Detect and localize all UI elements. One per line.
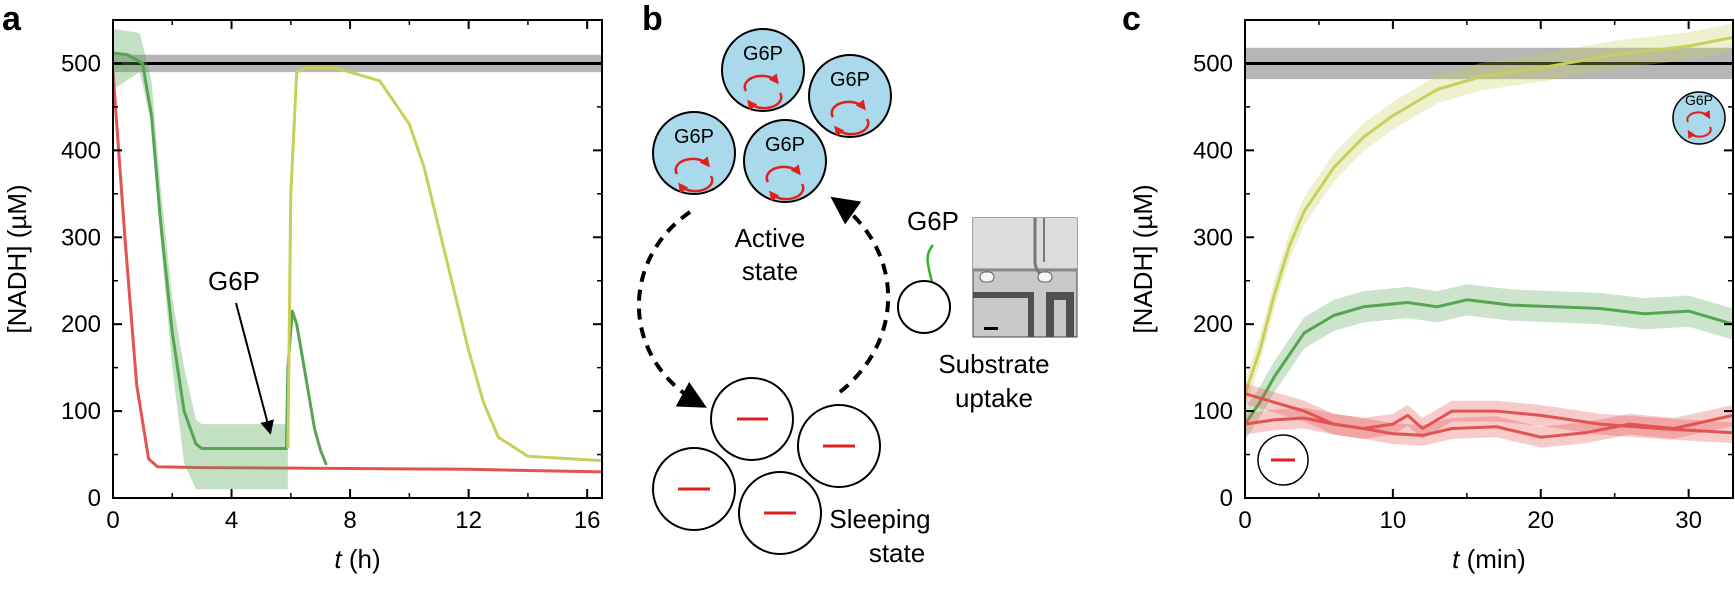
series-line-yellow <box>1245 35 1733 395</box>
cell-g6p-label: G6P <box>674 126 714 148</box>
y-tick-label: 300 <box>61 224 101 251</box>
sleeping-cell-icon <box>1257 434 1309 486</box>
y-tick-label: 100 <box>61 398 101 425</box>
x-axis-label: t (h) <box>334 544 380 574</box>
cycle-arrow-icon <box>743 73 779 92</box>
panel-letter-c: c <box>1122 0 1141 38</box>
x-tick-label: 20 <box>1527 507 1554 534</box>
y-tick-label: 400 <box>1193 137 1233 164</box>
substrate-uptake-label: Substrate <box>938 349 1049 379</box>
active-state-label: state <box>742 256 798 286</box>
series-line-red <box>1245 392 1733 435</box>
x-tick-label: 10 <box>1380 507 1407 534</box>
uptake-g6p-label: G6P <box>907 206 959 236</box>
x-tick-label: 0 <box>1238 507 1251 534</box>
series-band <box>113 28 288 490</box>
y-tick-label: 0 <box>1220 485 1233 512</box>
y-axis-label: [NADH] (µM) <box>2 184 32 333</box>
x-tick-label: 12 <box>455 507 482 534</box>
plot-frame <box>112 19 603 499</box>
x-tick-label: 16 <box>574 507 601 534</box>
x-tick-label: 4 <box>225 507 238 534</box>
panel-letter-a: a <box>2 0 22 38</box>
y-tick-label: 200 <box>61 311 101 338</box>
sleeping-state-label: Sleeping <box>829 504 930 534</box>
transition-arrow-down <box>636 210 707 408</box>
chart-panel-a: 0 4 8 12 16 0 100 200 300 400 500 t (h) [NADH] (µM) <box>2 19 603 574</box>
series-band <box>1245 284 1733 440</box>
x-tick-label: 8 <box>343 507 356 534</box>
annotation-arrow <box>235 302 274 435</box>
cycle-arrow-icon <box>830 99 866 118</box>
substrate-uptake-label: uptake <box>955 383 1033 413</box>
cell-g6p-label: G6P <box>830 69 870 91</box>
sleeping-cell <box>652 447 736 531</box>
series-line-yellow <box>286 66 602 463</box>
y-tick-label: 0 <box>88 485 101 512</box>
cell-g6p-label: G6P <box>765 134 805 156</box>
series-line-green <box>1245 298 1733 425</box>
active-cell: G6P <box>721 28 805 112</box>
active-cell-icon: G6P <box>1672 91 1726 145</box>
x-tick-label: 0 <box>106 507 119 534</box>
y-tick-label: 400 <box>61 137 101 164</box>
y-tick-label: 200 <box>1193 311 1233 338</box>
sleeping-cell <box>738 471 822 555</box>
plot-frame <box>1244 19 1734 499</box>
y-tick-label: 500 <box>1193 50 1233 77</box>
y-tick-label: 100 <box>1193 398 1233 425</box>
active-state-label: Active <box>735 223 806 253</box>
cell-g6p-label: G6P <box>743 43 783 65</box>
y-tick-label: 500 <box>61 50 101 77</box>
annotation-g6p: G6P <box>208 266 260 296</box>
active-cell: G6P <box>743 119 827 203</box>
series-line-green <box>113 51 328 466</box>
icon-g6p-label: G6P <box>1685 92 1713 108</box>
x-tick-label: 30 <box>1675 507 1702 534</box>
micrograph-image <box>972 217 1078 338</box>
panel-letter-b: b <box>642 0 663 38</box>
diagram-panel-b: G6P G6P G6P G6P Active state <box>636 28 1078 568</box>
x-axis-label: t (min) <box>1452 544 1526 574</box>
transition-arrow-up <box>830 196 891 394</box>
sleeping-cell <box>797 404 881 488</box>
sleeping-cell <box>710 377 794 461</box>
series-band <box>1245 23 1733 408</box>
active-cell: G6P <box>652 111 736 195</box>
cycle-arrow-icon <box>674 156 710 175</box>
active-cell: G6P <box>808 54 892 138</box>
y-tick-label: 300 <box>1193 224 1233 251</box>
uptake-droplet <box>897 280 951 334</box>
sleeping-state-label: state <box>869 538 925 568</box>
y-axis-label: [NADH] (µM) <box>1128 184 1158 333</box>
cycle-arrow-icon <box>765 164 801 183</box>
series-line-red <box>113 71 602 474</box>
